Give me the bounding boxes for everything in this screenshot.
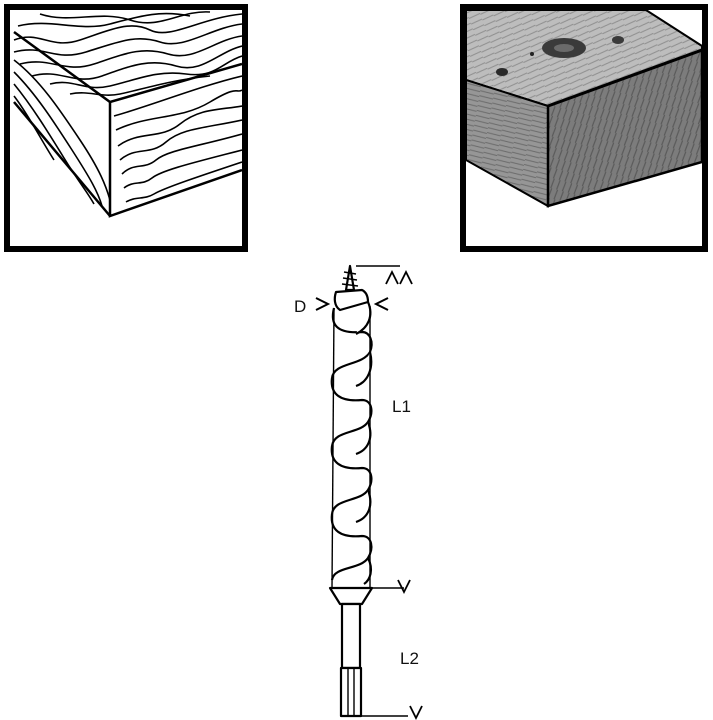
dimension-lines bbox=[315, 265, 423, 720]
shank-length-label: L2 bbox=[400, 649, 419, 668]
overall-length-label: L1 bbox=[392, 397, 411, 416]
diameter-label: D bbox=[294, 297, 307, 316]
wood-beam-photo-icon bbox=[466, 10, 702, 208]
hardwood-beam-panel bbox=[460, 4, 708, 252]
wood-plank-grain-icon bbox=[13, 11, 242, 218]
softwood-grain-panel bbox=[4, 4, 248, 252]
auger-drill-bit-icon bbox=[315, 264, 423, 720]
bit-outline bbox=[328, 264, 374, 718]
